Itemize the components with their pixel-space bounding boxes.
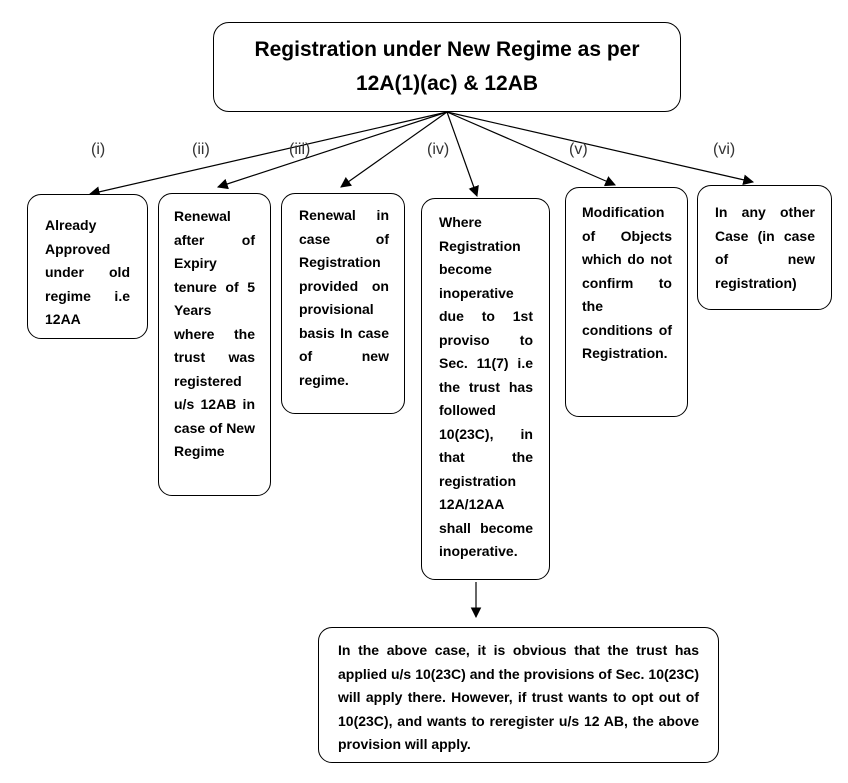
arrow-to-box-iii — [340, 111, 448, 188]
arrow-to-box-ii — [216, 111, 448, 190]
box-renewal-after-expiry: Renewal after of Expiry tenure of 5 Year… — [158, 193, 271, 496]
numeral-v: (v) — [569, 141, 588, 158]
box-any-other-case: In any other Case (in case of new regist… — [697, 185, 832, 310]
box-modification-of-objects: Modification of Objects which do not con… — [565, 187, 688, 417]
note-text: In the above case, it is obvious that th… — [338, 642, 699, 752]
numeral-i: (i) — [91, 141, 106, 158]
box-text: Already Approved under old regime i.e 12… — [45, 217, 130, 327]
box-text: In any other Case (in case of new regist… — [715, 204, 815, 291]
box-renewal-provisional: Renewal in case of Registration provided… — [281, 193, 405, 414]
numeral-vi: (vi) — [713, 141, 736, 158]
arrow-to-box-iv — [446, 111, 479, 198]
box-already-approved: Already Approved under old regime i.e 12… — [27, 194, 148, 339]
numeral-ii: (ii) — [192, 141, 210, 158]
arrow-to-box-vi — [446, 111, 755, 186]
arrow-to-box-v — [446, 111, 616, 187]
box-text: Where Registration become inoperative du… — [439, 214, 533, 559]
box-text: Renewal after of Expiry tenure of 5 Year… — [174, 208, 255, 459]
box-registration-inoperative: Where Registration become inoperative du… — [421, 198, 550, 580]
title-box: Registration under New Regime as per 12A… — [213, 22, 681, 112]
box-text: Modification of Objects which do not con… — [582, 204, 672, 361]
numeral-iii: (iii) — [289, 141, 311, 158]
box-text: Renewal in case of Registration provided… — [299, 207, 389, 388]
diagram-title: Registration under New Regime as per 12A… — [254, 38, 640, 95]
arrow-to-box-i — [88, 111, 448, 198]
note-box: In the above case, it is obvious that th… — [318, 627, 719, 763]
numeral-iv: (iv) — [427, 141, 450, 158]
